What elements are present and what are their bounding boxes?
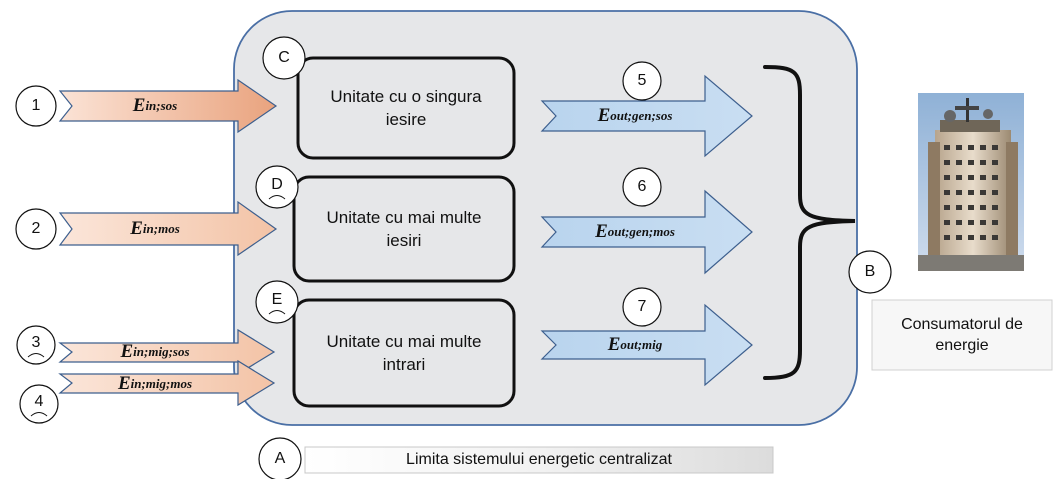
- output-label-5-main: E: [597, 105, 611, 126]
- input-label-1-main: E: [132, 95, 146, 116]
- marker-circle-d: [255, 165, 299, 209]
- marker-circle-c: [262, 36, 306, 80]
- input-arrow-1: [58, 78, 278, 134]
- marker-circle-1: [15, 85, 57, 127]
- marker-circle-6: [622, 167, 662, 207]
- input-arrow-2: [58, 200, 278, 257]
- unit-label-c: Unitate cu o singura iesire: [330, 87, 482, 129]
- system-label: Limita sistemului energetic centralizat: [406, 451, 672, 468]
- unit-box-c: [296, 56, 516, 160]
- unit-label-d: Unitate cu mai multe iesiri: [326, 208, 482, 250]
- output-label-7-main: E: [607, 334, 621, 355]
- output-arrow-7: [540, 303, 753, 387]
- output-arrow-6: [540, 189, 753, 275]
- unit-marker-e: E: [271, 291, 283, 308]
- output-marker-6: 6: [637, 178, 647, 195]
- input-label-4-main: E: [117, 373, 131, 394]
- unit-marker-d: D: [271, 176, 283, 193]
- marker-circle-7: [622, 287, 662, 327]
- input-marker-1: 1: [31, 97, 41, 114]
- unit-label-e: Unitate cu mai multe intrari: [326, 332, 482, 374]
- building-image: [918, 93, 1024, 271]
- unit-marker-c: C: [278, 49, 290, 66]
- output-arrow-5: [540, 74, 753, 158]
- output-label-6-main: E: [595, 221, 608, 242]
- marker-circle-a: [258, 437, 302, 479]
- marker-circle-4: [19, 384, 59, 424]
- consumer-label-box: [871, 299, 1053, 371]
- system-label-box: [304, 446, 774, 474]
- tilde-mark-e: [268, 310, 286, 315]
- tilde-mark-d: [268, 195, 286, 200]
- marker-circle-b: [848, 250, 892, 294]
- marker-circle-5: [622, 61, 662, 101]
- unit-box-e: [292, 298, 516, 408]
- input-label-2-main: E: [130, 218, 143, 239]
- output-label-7-sub: out;mig: [620, 337, 663, 352]
- consumer-marker-b: B: [864, 263, 876, 280]
- consumer-label: Consumatorul de energie: [901, 316, 1023, 354]
- system-marker-a: A: [274, 450, 286, 467]
- tilde-mark-4: [30, 412, 48, 417]
- output-marker-7: 7: [637, 298, 647, 315]
- input-label-3-main: E: [120, 341, 134, 362]
- marker-circle-3: [16, 325, 56, 365]
- input-label-3-sub: in;mig;sos: [133, 344, 190, 359]
- output-marker-5: 5: [637, 72, 647, 89]
- unit-box-d: [292, 175, 516, 283]
- input-marker-4: 4: [34, 393, 44, 410]
- input-label-1-sub: in;sos: [145, 98, 178, 113]
- output-label-6-sub: out;gen;mos: [607, 224, 675, 239]
- marker-circle-2: [15, 208, 57, 250]
- output-label-5-sub: out;gen;sos: [610, 108, 673, 123]
- input-label-4-sub: in;mig;mos: [130, 376, 193, 391]
- input-marker-2: 2: [31, 220, 41, 237]
- input-label-2-sub: in;mos: [142, 221, 180, 236]
- input-marker-3: 3: [31, 334, 41, 351]
- input-arrow-4: [58, 359, 276, 407]
- output-bracket: [763, 65, 856, 380]
- marker-circle-e: [255, 280, 299, 324]
- tilde-mark-3: [27, 353, 45, 358]
